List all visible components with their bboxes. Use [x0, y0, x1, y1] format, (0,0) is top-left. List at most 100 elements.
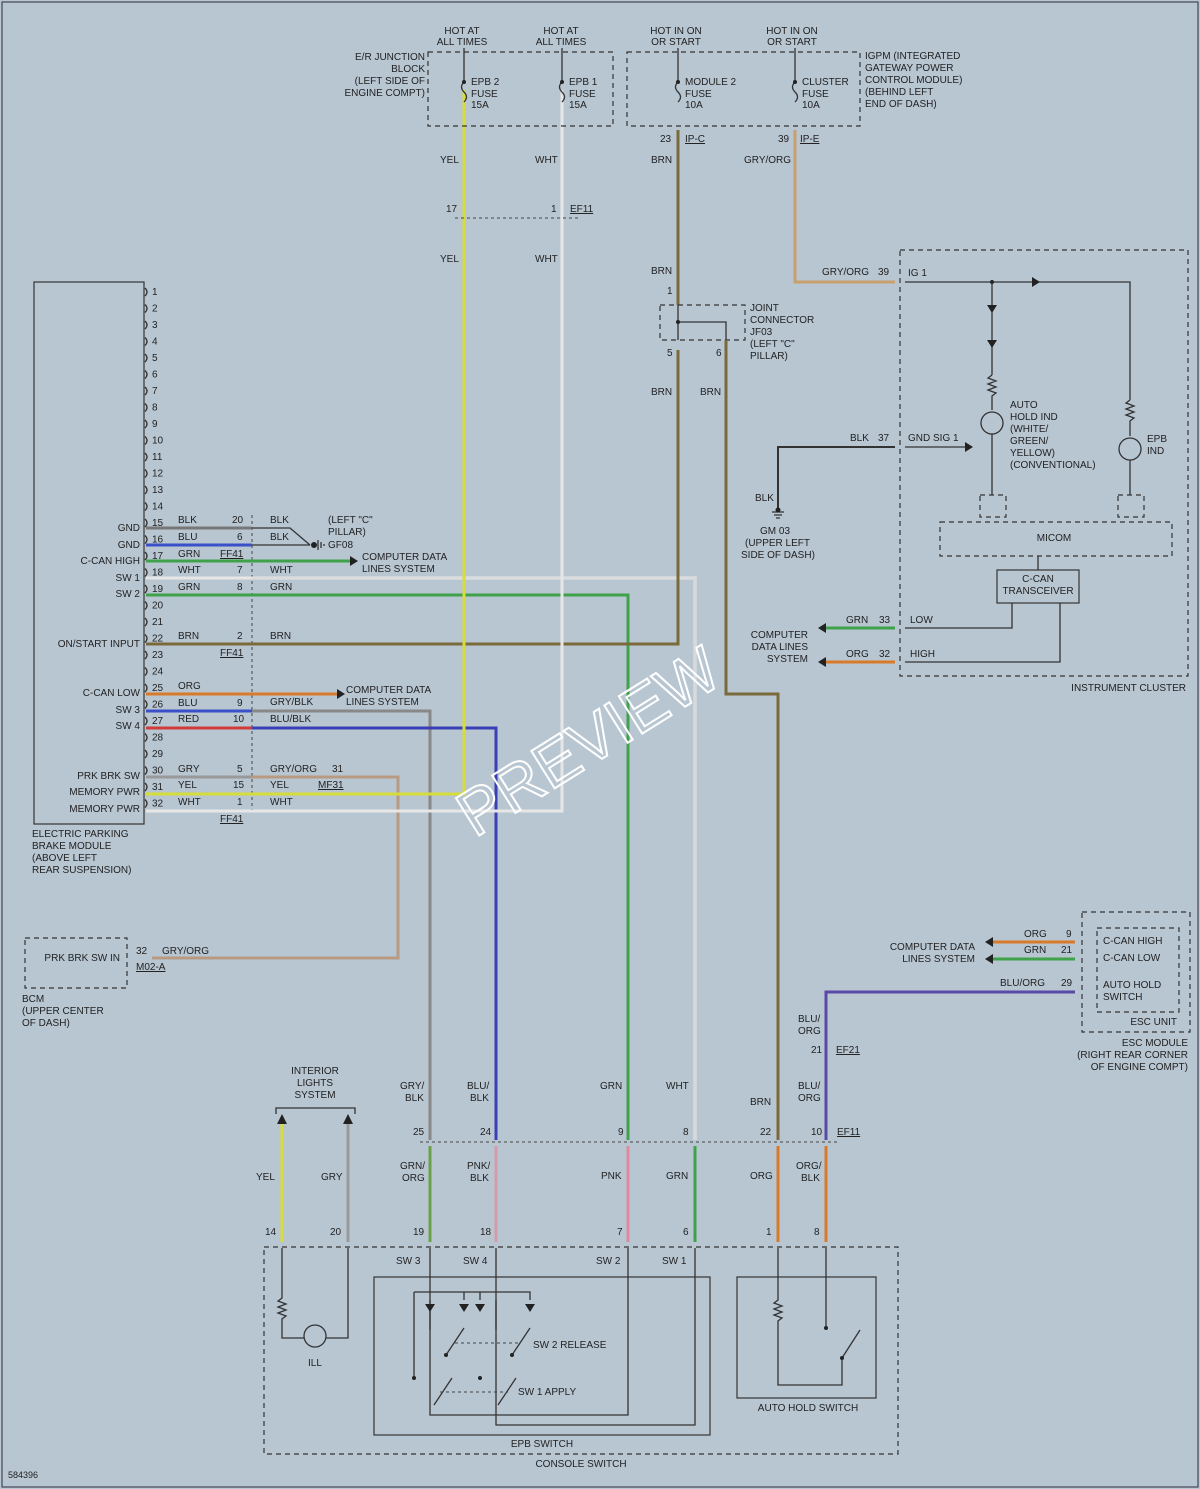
wire-grn-19	[146, 593, 630, 1140]
epb-pin-3: 3	[152, 320, 158, 331]
mid-org: ORG	[750, 1171, 773, 1182]
wire-label-r5: GRY/ORG	[270, 764, 317, 775]
gf08-label-2: PILLAR)	[328, 527, 366, 538]
auto-hold-switch-box	[736, 1276, 877, 1399]
mid-blublk-l2: BLK	[470, 1093, 489, 1104]
epb-pin-terminal	[144, 452, 148, 462]
cluster-gnd-arrow	[965, 442, 973, 452]
arrow-interior-1	[277, 1114, 287, 1124]
esc-module-l1: ESC MODULE	[1122, 1038, 1188, 1049]
sw1-label: SW 1	[662, 1256, 687, 1267]
igpm: IGPM (INTEGRATED GATEWAY POWER CONTROL M…	[626, 26, 962, 145]
bottom-gry: GRY	[321, 1172, 343, 1183]
auto-hold-c2	[840, 1356, 844, 1360]
epb-pin-terminal	[144, 304, 148, 313]
label-sw1: SW 1	[116, 573, 141, 584]
pnkblk-l2: BLK	[470, 1173, 489, 1184]
conn-ipe: IP-E	[800, 134, 820, 145]
ej-title-4: ENGINE COMPT)	[344, 88, 425, 99]
cluster-gryorg: GRY/ORG	[822, 267, 869, 278]
diode-ig1	[1032, 277, 1040, 287]
wire-label-r20: BLK	[270, 515, 289, 526]
esc-module-box	[1081, 911, 1191, 1033]
ff41-pin-2: 2	[237, 631, 243, 642]
ej-hot2-l2: ALL TIMES	[536, 37, 587, 48]
wire-label-r7: WHT	[270, 565, 293, 576]
label-sw3: SW 3	[116, 705, 141, 716]
ff41-pin-1: 1	[237, 797, 243, 808]
joint-l5: PILLAR)	[750, 351, 788, 362]
cluster-low: LOW	[910, 615, 933, 626]
mid-bluorg-l1: BLU/	[798, 1081, 820, 1092]
conn-ef11-top: EF11	[570, 204, 594, 215]
ccan-l1: C-CAN	[1022, 574, 1054, 585]
cluster-gnd-sig: GND SIG 1	[908, 433, 959, 444]
conn-ipc: IP-C	[685, 134, 705, 145]
cluster-high: HIGH	[910, 649, 935, 660]
pin-8: 8	[814, 1227, 820, 1238]
mid-gryblk-l2: BLK	[405, 1093, 424, 1104]
epb-pin-terminal	[144, 320, 148, 330]
esc-module-l2: (RIGHT REAR CORNER	[1077, 1050, 1188, 1061]
epb-pin-terminal	[144, 650, 148, 660]
epb-title-2: BRAKE MODULE	[32, 841, 112, 852]
epb-pin-terminal	[144, 535, 148, 544]
epb-pin-terminal	[144, 683, 148, 693]
esc-ah-l2: SWITCH	[1103, 992, 1142, 1003]
igpm-hot2-l1: HOT IN ON	[766, 26, 817, 37]
resistor-epb-ind	[1124, 399, 1136, 436]
mid-grn2: GRN	[666, 1171, 688, 1182]
epb-pin-9: 9	[152, 419, 158, 430]
ej-title-3: (LEFT SIDE OF	[355, 76, 425, 87]
ff41-pin-9: 9	[237, 698, 243, 709]
epb-pin-20: 20	[152, 601, 164, 612]
figure-id: 584396	[8, 1470, 38, 1480]
esc-grn: GRN	[1024, 945, 1046, 956]
mid-brn: BRN	[750, 1097, 771, 1108]
igpm-title-3: CONTROL MODULE)	[865, 75, 962, 86]
ej-hot1-l2: ALL TIMES	[437, 37, 488, 48]
epb-c3	[412, 1376, 416, 1380]
epb-pin-terminal	[144, 799, 148, 808]
epb-title-4: REAR SUSPENSION)	[32, 865, 131, 876]
orgblk-l2: BLK	[801, 1173, 820, 1184]
gm03-dot	[775, 507, 781, 513]
cdl-2-line1: COMPUTER DATA	[346, 685, 432, 696]
epb-pin-terminal	[144, 584, 148, 594]
epb-pin-2: 2	[152, 304, 158, 315]
cluster-tr-2	[1117, 494, 1145, 518]
joint-box	[659, 304, 746, 341]
epb-pin-terminal	[144, 749, 148, 759]
wire-label-r10: BLU/BLK	[270, 714, 311, 725]
cdl-esc-l2: LINES SYSTEM	[902, 954, 975, 965]
fuse-cluster-icon	[791, 81, 799, 103]
ff41-pin-8: 8	[237, 582, 243, 593]
fuse-epb1-l2: FUSE	[569, 89, 596, 100]
igpm-title-2: GATEWAY POWER	[865, 63, 954, 74]
fuse-epb1-l1: EPB 1	[569, 77, 598, 88]
cdl-1-line1: COMPUTER DATA	[362, 552, 448, 563]
wire-wht-1	[252, 90, 564, 813]
igpm-hot1-l2: OR START	[651, 37, 701, 48]
wire-gryblk-9	[252, 709, 432, 1140]
auto-hold-l5: YELLOW)	[1010, 448, 1055, 459]
ff41-pin-7: 7	[237, 565, 243, 576]
fuse-epb2-l3: 15A	[471, 100, 489, 111]
epb-pin-terminal	[144, 601, 148, 610]
wire-label-19: GRN	[178, 582, 200, 593]
wire-label-r8: GRN	[270, 582, 292, 593]
conn-ef11-bottom: EF11	[837, 1127, 861, 1138]
epb-pin-29: 29	[152, 749, 164, 760]
arrow-interior-2	[343, 1114, 353, 1124]
wire-label-32: WHT	[178, 797, 201, 808]
wire-blublk-10	[252, 726, 498, 1140]
wire-label-r2: BRN	[270, 631, 291, 642]
label-sw2: SW 2	[116, 589, 141, 600]
fuse-cluster-l2: FUSE	[802, 89, 829, 100]
epb-pin-terminal	[144, 617, 148, 627]
epb-pin-24: 24	[152, 667, 164, 678]
epb-pin-terminal	[144, 337, 148, 346]
epb-pin-22: 22	[152, 634, 164, 645]
epb-diode-4	[525, 1304, 535, 1312]
